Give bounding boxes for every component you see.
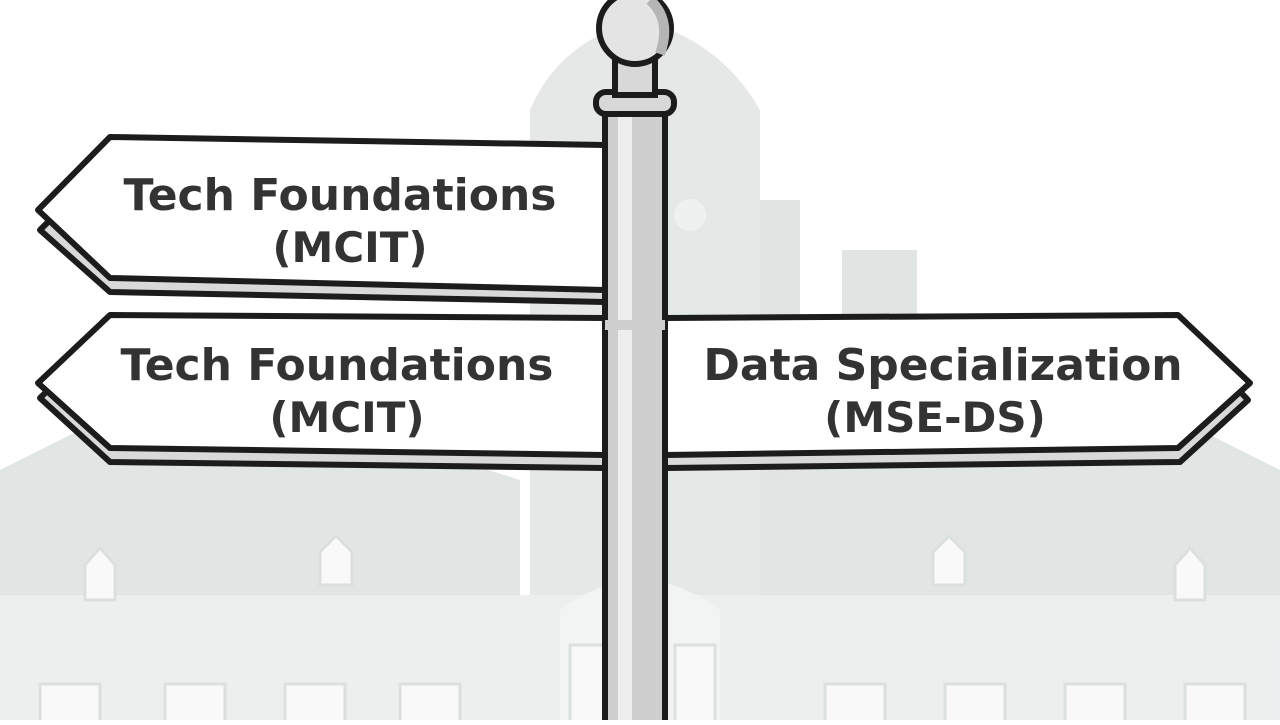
- sign-label-line1: Tech Foundations: [121, 340, 554, 391]
- pole-shaft: [602, 102, 668, 725]
- sign-label-line1: Tech Foundations: [124, 170, 557, 221]
- sign-label-line2: (MSE-DS): [824, 393, 1046, 442]
- tower-clock: [674, 199, 706, 231]
- sign-board: [35, 312, 608, 458]
- building-dormers: [83, 533, 1207, 602]
- window: [1183, 682, 1247, 725]
- sign-board: [35, 134, 608, 293]
- dormer-window: [1173, 545, 1207, 602]
- pole-shaft-highlight: [618, 112, 632, 725]
- pole-finial-shade: [646, 0, 670, 56]
- window: [163, 682, 227, 725]
- window: [673, 643, 717, 725]
- sign-right[interactable]: Data Specialization (MSE-DS): [662, 312, 1253, 471]
- signpost-pole: [593, 0, 677, 725]
- window: [38, 682, 102, 725]
- sign-label-line2: (MCIT): [269, 393, 424, 442]
- pole-finial: [596, 0, 674, 67]
- pole-front-highlight: [618, 300, 632, 320]
- dormer-window: [931, 533, 967, 587]
- dormer-window: [318, 533, 354, 587]
- sign-left-bottom[interactable]: Tech Foundations (MCIT): [35, 312, 608, 471]
- sign-label-line1: Data Specialization: [703, 340, 1182, 391]
- sign-label-line2: (MCIT): [272, 223, 427, 272]
- sign-board: [662, 312, 1253, 458]
- pole-front-strip: [605, 300, 665, 330]
- sign-left-top[interactable]: Tech Foundations (MCIT): [35, 134, 608, 305]
- window: [943, 682, 1007, 725]
- window: [398, 682, 462, 725]
- window: [1063, 682, 1127, 725]
- window: [823, 682, 887, 725]
- window: [283, 682, 347, 725]
- dormer-window: [83, 545, 117, 602]
